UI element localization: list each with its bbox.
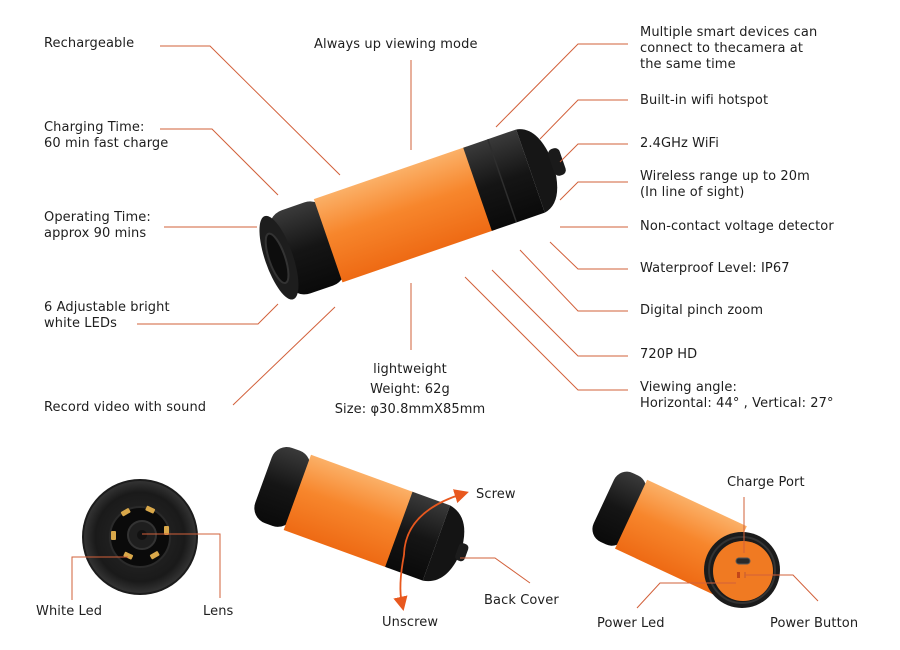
feature-pinch-zoom: Digital pinch zoom: [640, 303, 764, 318]
label-white-led: White Led: [36, 604, 103, 619]
feature-720p-hd: 720P HD: [640, 347, 698, 362]
side-view-illustration: [254, 446, 469, 582]
back-view-illustration: [592, 471, 819, 609]
feature-record-video: Record video with sound: [44, 400, 207, 415]
feature-weight-size: lightweight Weight: 62g Size: φ30.8mmX85…: [334, 362, 486, 417]
feature-waterproof: Waterproof Level: IP67: [640, 261, 790, 276]
main-camera-illustration: [259, 129, 566, 300]
feature-rechargeable: Rechargeable: [44, 36, 135, 51]
front-view-illustration: [71, 479, 221, 600]
label-power-led: Power Led: [597, 616, 665, 631]
callout-lines-main: [137, 43, 628, 406]
feature-always-up: Always up viewing mode: [314, 37, 478, 52]
feature-voltage-detector: Non-contact voltage detector: [640, 219, 834, 234]
feature-wifi-hotspot: Built-in wifi hotspot: [640, 93, 769, 108]
feature-charging-time: Charging Time: 60 min fast charge: [44, 120, 169, 151]
feature-adjustable-leds: 6 Adjustable bright white LEDs: [44, 300, 170, 331]
side-view-callouts: [393, 489, 531, 612]
label-back-cover: Back Cover: [484, 593, 559, 608]
label-power-button: Power Button: [770, 616, 859, 631]
label-unscrew: Unscrew: [382, 615, 439, 630]
feature-viewing-angle: Viewing angle: Horizontal: 44° , Vertica…: [640, 380, 834, 411]
label-lens: Lens: [203, 604, 234, 619]
feature-operating-time: Operating Time: approx 90 mins: [44, 210, 151, 241]
label-charge-port: Charge Port: [727, 475, 805, 490]
label-screw: Screw: [476, 487, 516, 502]
feature-24ghz-wifi: 2.4GHz WiFi: [640, 136, 719, 151]
feature-multiple-devices: Multiple smart devices can connect to th…: [640, 25, 818, 72]
feature-wireless-range: Wireless range up to 20m (In line of sig…: [640, 169, 810, 200]
